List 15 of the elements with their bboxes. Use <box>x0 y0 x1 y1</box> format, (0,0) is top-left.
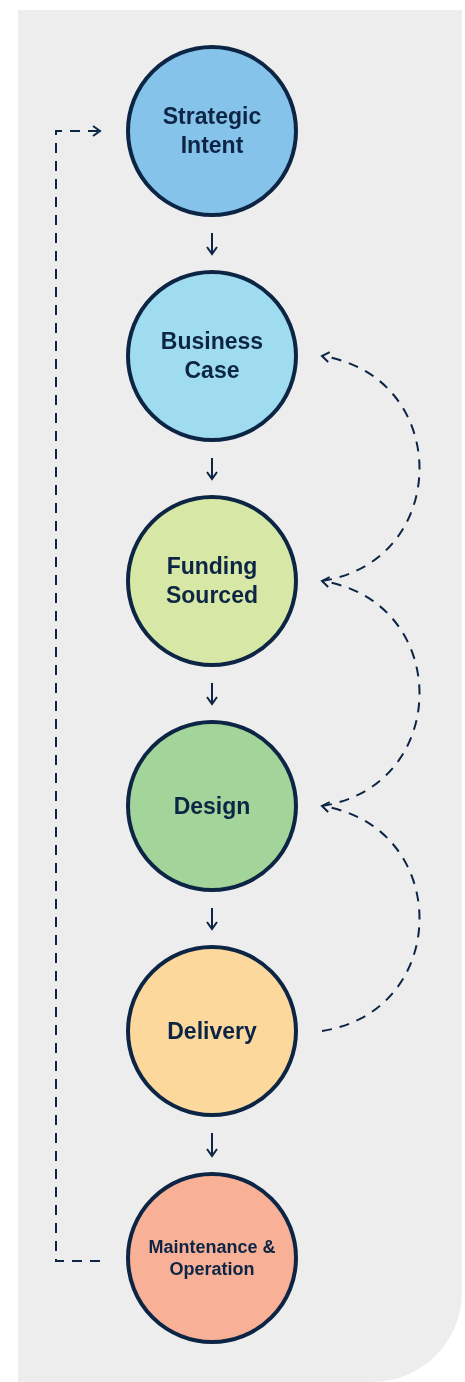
dashed-arrow <box>321 352 421 582</box>
node-label: Maintenance & Operation <box>147 1235 277 1281</box>
node-label: Strategic Intent <box>161 102 263 160</box>
arrow <box>206 907 218 930</box>
arrow <box>206 1132 218 1157</box>
dashed-arrow <box>321 577 421 807</box>
node-label: Funding Sourced <box>165 552 259 610</box>
arrow <box>206 457 218 480</box>
arrow <box>206 232 218 255</box>
node-label: Business Case <box>159 327 265 385</box>
node-label: Design <box>173 791 251 821</box>
arrow <box>206 682 218 705</box>
node-label: Delivery <box>167 1016 257 1046</box>
dashed-arrow <box>55 125 101 1262</box>
dashed-arrow <box>321 802 421 1032</box>
